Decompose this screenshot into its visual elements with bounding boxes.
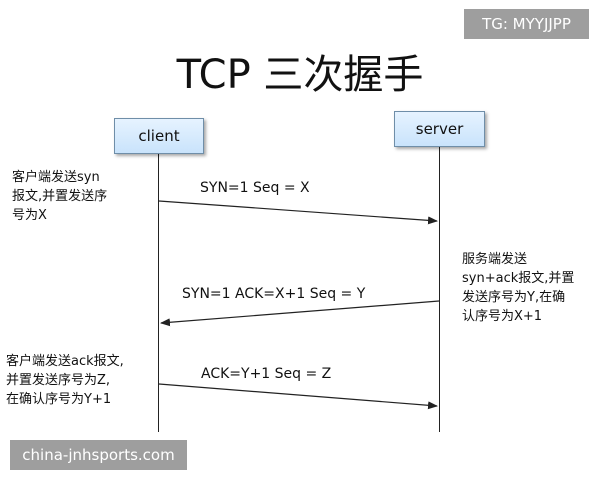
server-synack-note-line3: 发送序号为Y,在确 (462, 290, 566, 305)
client-ack-note-line3: 在确认序号为Y+1 (6, 392, 112, 407)
tag-badge: TG: MYYJJPP (464, 9, 589, 39)
server-synack-note-line4: 认序号为X+1 (462, 309, 543, 324)
client-ack-note: 客户端发送ack报文, 并置发送序号为Z, 在确认序号为Y+1 (6, 352, 124, 409)
server-synack-note-line2: syn+ack报文,并置 (462, 271, 575, 286)
server-synack-note-line1: 服务端发送 (462, 252, 528, 267)
client-ack-note-line2: 并置发送序号为Z, (6, 373, 111, 388)
server-box: server (394, 111, 485, 147)
server-synack-note: 服务端发送 syn+ack报文,并置 发送序号为Y,在确 认序号为X+1 (462, 250, 574, 326)
source-watermark: china-jnhsports.com (10, 440, 187, 470)
server-lifeline (439, 144, 440, 432)
ack-arrow (158, 383, 438, 410)
syn-message-label: SYN=1 Seq = X (200, 180, 310, 196)
syn-arrow (158, 200, 438, 225)
synack-message-label: SYN=1 ACK=X+1 Seq = Y (182, 286, 366, 302)
ack-message-label: ACK=Y+1 Seq = Z (201, 366, 332, 382)
client-syn-note-line2: 报文,并置发送序 (12, 189, 108, 204)
client-syn-note-line3: 号为X (12, 208, 47, 223)
synack-arrow (160, 300, 440, 327)
client-ack-note-line1: 客户端发送ack报文, (6, 354, 124, 369)
client-lifeline (158, 150, 159, 432)
client-box: client (114, 118, 204, 154)
page-title: TCP 三次握手 (176, 52, 424, 98)
client-syn-note-line1: 客户端发送syn (12, 170, 100, 185)
client-syn-note: 客户端发送syn 报文,并置发送序 号为X (12, 168, 107, 225)
